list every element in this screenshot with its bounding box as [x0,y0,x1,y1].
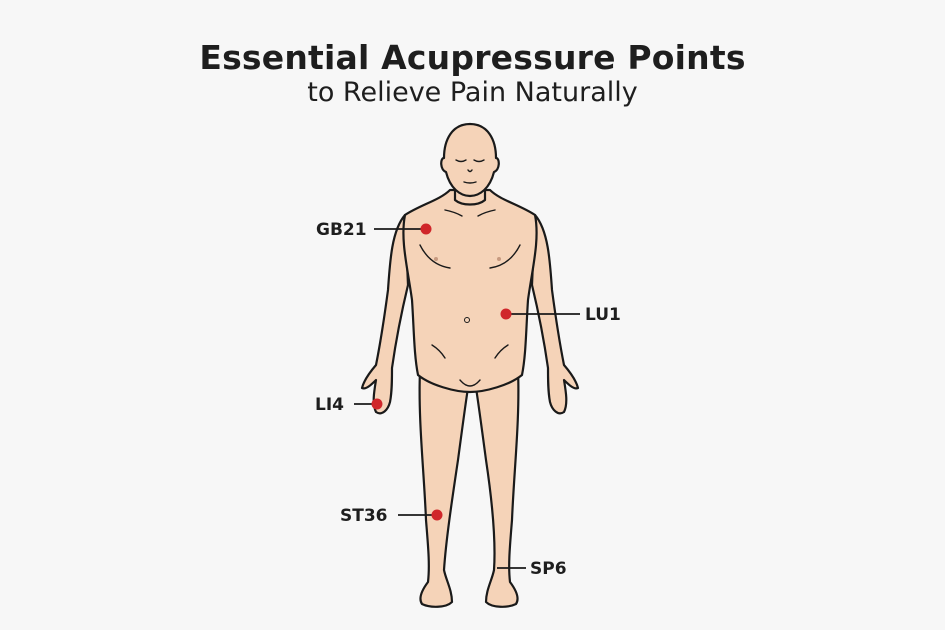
torso [402,188,538,394]
mouth [463,181,477,184]
label-gb21: GB21 [316,220,367,240]
right-leg [474,368,520,608]
left-eye [455,159,467,163]
label-lu1: LU1 [585,305,621,325]
point-gb21 [420,223,432,235]
collar-left [444,209,463,217]
point-li4 [371,398,383,410]
label-st36: ST36 [340,506,388,526]
label-li4: LI4 [315,395,344,415]
page-title: Essential Acupressure Points [199,38,746,77]
chest-line-left [419,244,451,269]
groin-line-right [494,344,509,359]
groin-line-left [431,344,446,359]
collar-right [477,209,496,217]
point-lu1 [500,308,512,320]
label-sp6: SP6 [530,559,567,579]
nose [467,169,473,173]
right-eye [473,159,485,163]
groin [459,379,481,387]
page-subtitle: to Relieve Pain Naturally [307,77,638,108]
left-arm [360,213,410,415]
point-st36 [431,509,443,521]
left-leg [418,368,470,608]
head [440,122,500,198]
chest-line-right [489,244,521,269]
